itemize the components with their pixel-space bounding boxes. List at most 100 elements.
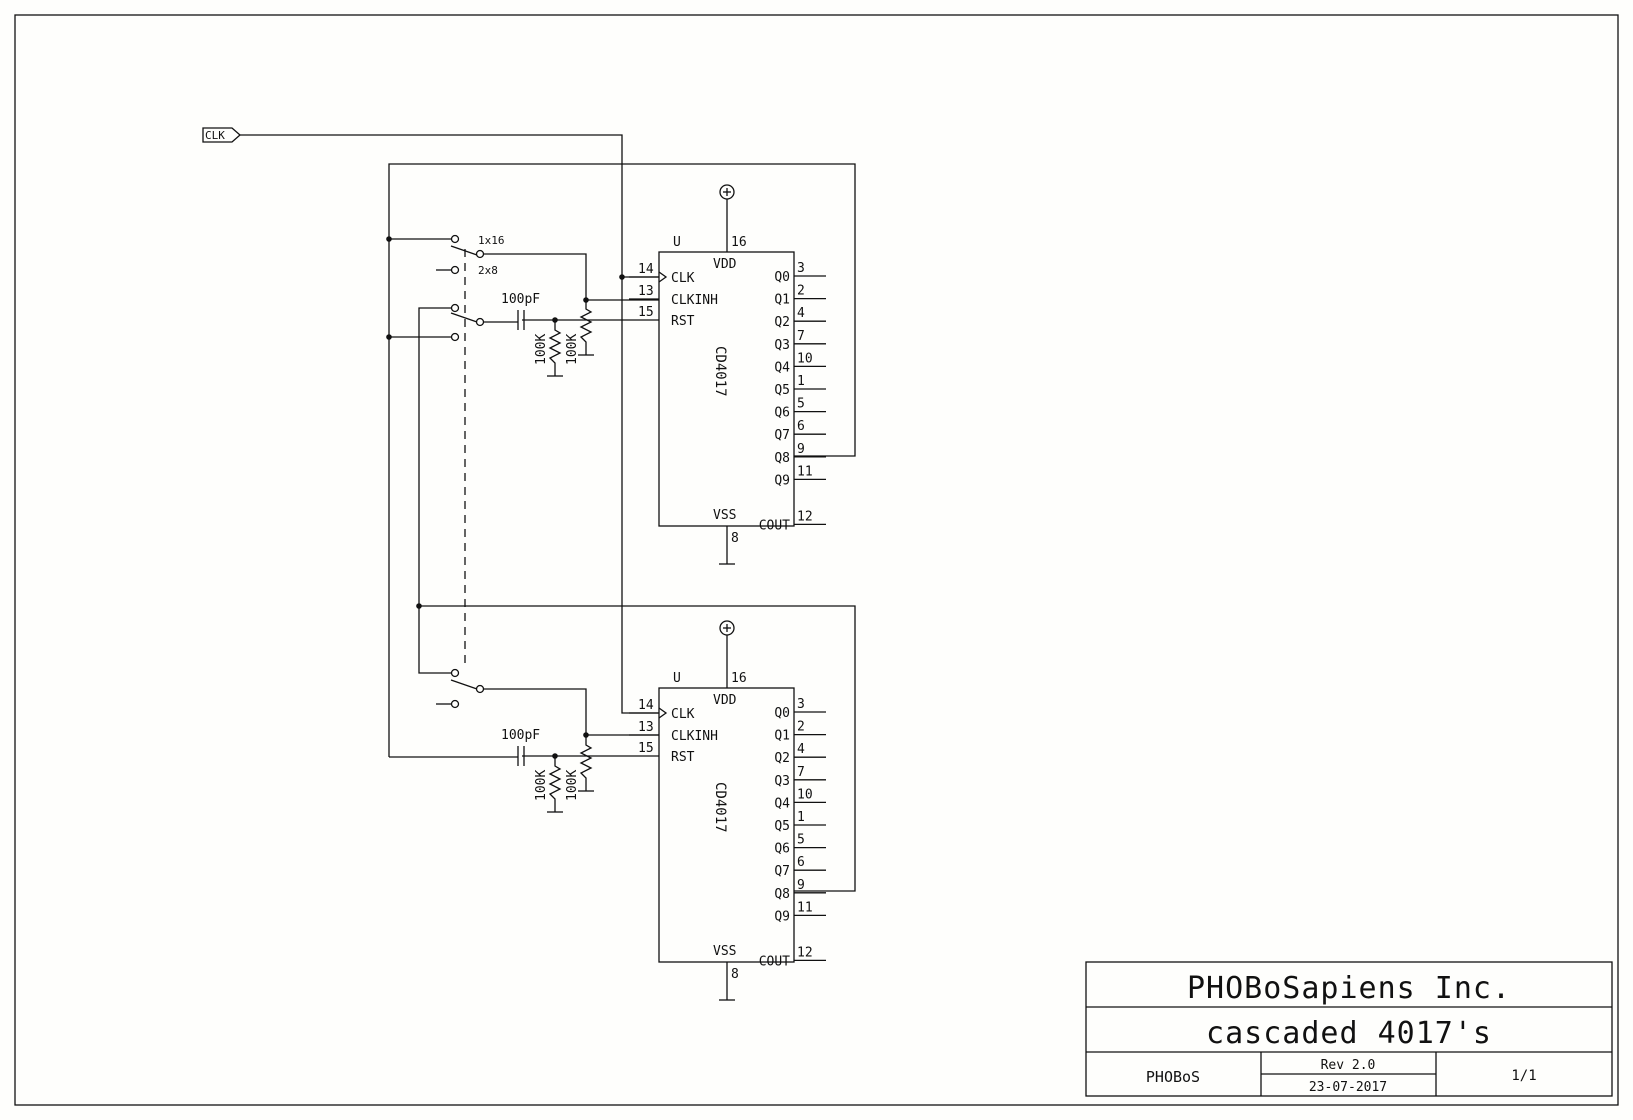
vdd-supply-icon <box>719 184 735 200</box>
capacitor-value: 100pF <box>501 292 540 307</box>
pin-number: 5 <box>797 397 805 412</box>
pin-name: RST <box>671 750 695 765</box>
resistor-1-value: 100K <box>534 334 549 365</box>
pin-number: 12 <box>797 509 813 524</box>
pin-name: Q2 <box>774 315 790 330</box>
pin-number: 4 <box>797 742 805 757</box>
pin-name: RST <box>671 314 695 329</box>
pin-number: 10 <box>797 787 813 802</box>
resistor-1-icon <box>548 320 562 376</box>
pin-name: COUT <box>759 954 790 969</box>
pin-name: CLKINH <box>671 729 718 744</box>
ic-part-name: CD4017 <box>712 782 728 833</box>
pin-number: 2 <box>797 720 805 735</box>
pin-number: 7 <box>797 765 805 780</box>
ic-part-name: CD4017 <box>712 346 728 397</box>
pin-number: 1 <box>797 810 805 825</box>
pin-number: 2 <box>797 284 805 299</box>
pin-name: COUT <box>759 518 790 533</box>
capacitor-value: 100pF <box>501 728 540 743</box>
vdd-pin-name: VDD <box>713 693 737 708</box>
pin-name: Q7 <box>774 864 790 879</box>
pin-number: 7 <box>797 329 805 344</box>
pin-number: 14 <box>638 262 654 277</box>
pin-number: 13 <box>638 284 654 299</box>
pin-name: CLKINH <box>671 293 718 308</box>
pin-number: 1 <box>797 374 805 389</box>
pin-number: 3 <box>797 261 805 276</box>
switch-section-2 <box>450 303 518 342</box>
pin-name: Q7 <box>774 428 790 443</box>
clk-net-label-text: CLK <box>205 129 225 142</box>
sheet-number: 1/1 <box>1511 1068 1536 1084</box>
pin-name: Q0 <box>774 270 790 285</box>
pin-number: 6 <box>797 855 805 870</box>
pin-name: CLK <box>671 707 695 722</box>
resistor-1-value: 100K <box>534 770 549 801</box>
pin-name: Q9 <box>774 473 790 488</box>
resistor-2-icon <box>579 299 593 355</box>
resistor-2-icon <box>579 735 593 791</box>
pin-number: 6 <box>797 419 805 434</box>
pin-number: 3 <box>797 697 805 712</box>
junction <box>619 274 625 280</box>
vdd-pin-name: VDD <box>713 257 737 272</box>
company-name: PHOBoSapiens Inc. <box>1187 971 1511 1006</box>
vss-pin-name: VSS <box>713 508 736 523</box>
pin-name: Q3 <box>774 338 790 353</box>
revision: Rev 2.0 <box>1321 1058 1376 1073</box>
pin-name: Q9 <box>774 909 790 924</box>
pin-name: Q3 <box>774 774 790 789</box>
pin-name: Q4 <box>774 360 790 375</box>
resistor-2-value: 100K <box>565 770 580 801</box>
switch-section-3 <box>436 668 659 738</box>
pin-number: 9 <box>797 878 805 893</box>
pin-name: Q5 <box>774 819 790 834</box>
pin-number: 5 <box>797 833 805 848</box>
pin-name: Q2 <box>774 751 790 766</box>
pin-number: 13 <box>638 720 654 735</box>
pin-number: 15 <box>638 305 654 320</box>
pin-name: Q6 <box>774 406 790 421</box>
resistor-2-value: 100K <box>565 334 580 365</box>
pin-name: Q8 <box>774 451 790 466</box>
pin-number: 11 <box>797 900 813 915</box>
pin-name: Q6 <box>774 842 790 857</box>
clk-wire <box>240 134 659 714</box>
switch-label-1x16: 1x16 <box>478 234 505 247</box>
pin-name: Q0 <box>774 706 790 721</box>
vss-pin-number: 8 <box>731 967 739 982</box>
clock-edge-icon <box>658 707 668 719</box>
pin-number: 14 <box>638 698 654 713</box>
pin-number: 10 <box>797 351 813 366</box>
author: PHOBoS <box>1146 1068 1200 1086</box>
clock-edge-icon <box>658 271 668 283</box>
sheet-border <box>14 14 1619 1106</box>
drawing-title: cascaded 4017's <box>1206 1016 1492 1051</box>
ic-ref: U <box>673 671 681 686</box>
pin-number: 11 <box>797 464 813 479</box>
pin-name: Q1 <box>774 729 790 744</box>
vss-pin-name: VSS <box>713 944 736 959</box>
switch-section-1 <box>436 234 659 303</box>
pin-name: Q4 <box>774 796 790 811</box>
lower-feedback-wire <box>419 605 856 892</box>
ic-ref: U <box>673 235 681 250</box>
upper-feedback-wire <box>388 163 856 457</box>
vdd-pin-number: 16 <box>731 671 747 686</box>
pin-number: 12 <box>797 945 813 960</box>
pin-number: 15 <box>638 741 654 756</box>
pin-number: 9 <box>797 442 805 457</box>
junction <box>416 603 422 609</box>
resistor-1-icon <box>548 756 562 812</box>
pin-number: 4 <box>797 306 805 321</box>
pin-name: CLK <box>671 271 695 286</box>
vss-pin-number: 8 <box>731 531 739 546</box>
left-rail-b <box>418 307 451 674</box>
vdd-pin-number: 16 <box>731 235 747 250</box>
switch-label-2x8: 2x8 <box>478 264 498 277</box>
clk-net-label: CLK <box>202 127 241 143</box>
